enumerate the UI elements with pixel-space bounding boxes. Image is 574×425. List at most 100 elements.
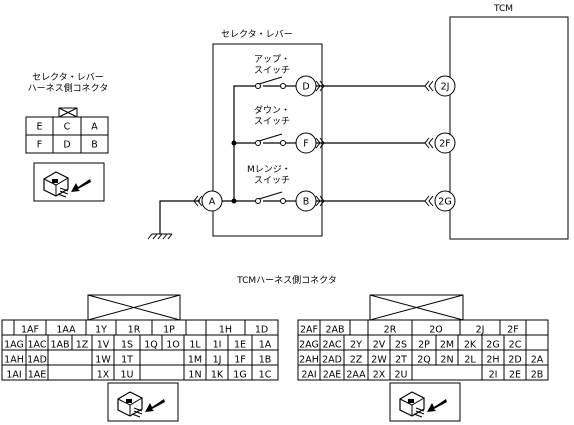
tcm-pin-label: 1E (234, 340, 246, 351)
connector-arrow-marks (193, 80, 434, 207)
tcm-pin-label: 1W (95, 355, 111, 366)
switch-label-up-1: アップ・ (254, 54, 290, 65)
pin-circles (201, 75, 456, 212)
tcm-pin-label: 1AI (6, 370, 21, 381)
tcm-pin-label: 1H (219, 325, 232, 336)
selector-connector-face (25, 107, 109, 154)
tcm-pin-label: 1S (121, 340, 133, 351)
internal-wiring (222, 85, 296, 202)
pin-2j-label: 2J (441, 82, 450, 93)
tcm-pin-label: 1X (97, 370, 110, 381)
switch-label-down-1: ダウン・ (254, 104, 290, 116)
tcm-pin-label: 2V (373, 340, 386, 351)
tcm-pin-label: 2Y (350, 340, 362, 351)
tcm-pin-label: 1AB (50, 340, 69, 351)
tcm-pin-label: 2T (395, 355, 407, 366)
connector-pin-label: B (91, 140, 98, 151)
pin-2j (434, 75, 456, 97)
tcm-pin-label: 1L (189, 340, 201, 351)
tcm-pin-label: 2Q (417, 355, 431, 366)
selector-connector-title-2: ハーネス側コネクタ (28, 82, 109, 94)
tcm-pin-label: 1AF (21, 325, 39, 336)
tcm-pin-label: 2N (440, 355, 453, 366)
tcm-pin-label: 2AI (301, 370, 316, 381)
pin-2g (434, 190, 456, 212)
tcm-pin-label: 2H (486, 355, 499, 366)
tcm-pin-label: 1J (213, 355, 222, 366)
tcm-pin-label: 2G (486, 340, 499, 351)
pin-b-label: B (303, 197, 310, 208)
tcm-pin-label: 1P (163, 325, 175, 336)
tcm-pin-label: 1AG (4, 340, 24, 351)
tcm-pin-label: 2J (476, 325, 485, 336)
tcm-pin-label: 1F (234, 355, 246, 366)
tcm-pin-label: 2B (531, 370, 544, 381)
tcm-pin-label: 2X (373, 370, 386, 381)
tcm-pin-label: 2K (464, 340, 477, 351)
ground-icon (147, 233, 173, 240)
pin-2f-label: 2F (439, 139, 451, 150)
tcm-pin-label: 2AB (325, 325, 344, 336)
connector-pictogram-icon (33, 162, 105, 202)
switch-levers (258, 76, 283, 200)
tcm-pin-label: 2AC (322, 340, 341, 351)
tcm-pin-label: 1R (128, 325, 141, 336)
tcm-pin-label: 2AF (300, 325, 318, 336)
tcm-pin-label: 2O (429, 325, 443, 336)
connector-pin-label: E (36, 122, 42, 133)
tcm-pin-label: 2Z (350, 355, 363, 366)
tcm-pin-label: 1B (259, 355, 272, 366)
tcm-pin-label: 2E (509, 370, 521, 381)
tcm-pin-label: 1A (259, 340, 272, 351)
connector-pin-label: F (37, 140, 42, 151)
tcm-pin-label: 1Z (76, 340, 89, 351)
pin-2g-label: 2G (438, 197, 451, 208)
tcm-pin-label: 1AA (56, 325, 76, 336)
tcm-pin-label: 2M (440, 340, 454, 351)
selector-lever-title: セレクタ・レバー (221, 29, 293, 40)
tcm-pin-label: 1N (188, 370, 201, 381)
pin-a-label: A (209, 197, 216, 208)
pin-d-label: D (302, 82, 309, 93)
connector-pin-label: D (63, 140, 70, 151)
switch-label-m-1: Mレンジ・ (247, 165, 291, 175)
tcm-pin-label: 1V (97, 340, 110, 351)
switch-label-up-2: スイッチ (254, 65, 290, 76)
pin-2f (434, 132, 456, 154)
tcm-pin-label: 1Q (144, 340, 158, 351)
tcm-pin-label: 2D (508, 355, 521, 366)
tcm-title: TCM (493, 4, 513, 14)
tcm-pin-label: 1AD (27, 355, 47, 366)
pin-f-label: F (303, 139, 308, 150)
tcm-pin-label: 2W (371, 355, 387, 366)
switch-label-m-2: スイッチ (254, 175, 290, 186)
tcm-pin-label: 1AC (27, 340, 46, 351)
tcm-connector-title: TCMハーネス側コネクタ (236, 274, 337, 286)
tcm-pin-label: 2P (418, 340, 430, 351)
tcm-pin-label: 1D (255, 325, 268, 336)
selector-connector-title-1: セレクタ・レバー (32, 72, 104, 83)
pin-f (295, 132, 317, 154)
connector-pin-label: C (64, 122, 71, 133)
tcm-pin-label: 2S (395, 340, 407, 351)
pin-a (201, 190, 223, 212)
tcm-pin-label: 2I (489, 370, 498, 381)
tcm-pin-label: 2F (507, 325, 519, 336)
switch-contacts (255, 83, 286, 204)
tcm-pin-label: 2AA (346, 370, 366, 381)
junction-dots (231, 140, 237, 204)
tcm-pin-label: 2C (509, 340, 522, 351)
tcm-pin-label: 1M (188, 355, 202, 366)
connector-pin-label: A (91, 122, 98, 133)
pin-d (295, 75, 317, 97)
tcm-connector-keys (87, 294, 464, 321)
tcm-pin-label: 1G (233, 370, 246, 381)
tcm-pin-label: 1U (121, 370, 134, 381)
connector-pictogram-icon (107, 382, 179, 422)
connector-pictogram-icon (389, 382, 461, 422)
tcm-pin-label: 1I (213, 340, 222, 351)
tcm-pin-label: 1AH (4, 355, 24, 366)
